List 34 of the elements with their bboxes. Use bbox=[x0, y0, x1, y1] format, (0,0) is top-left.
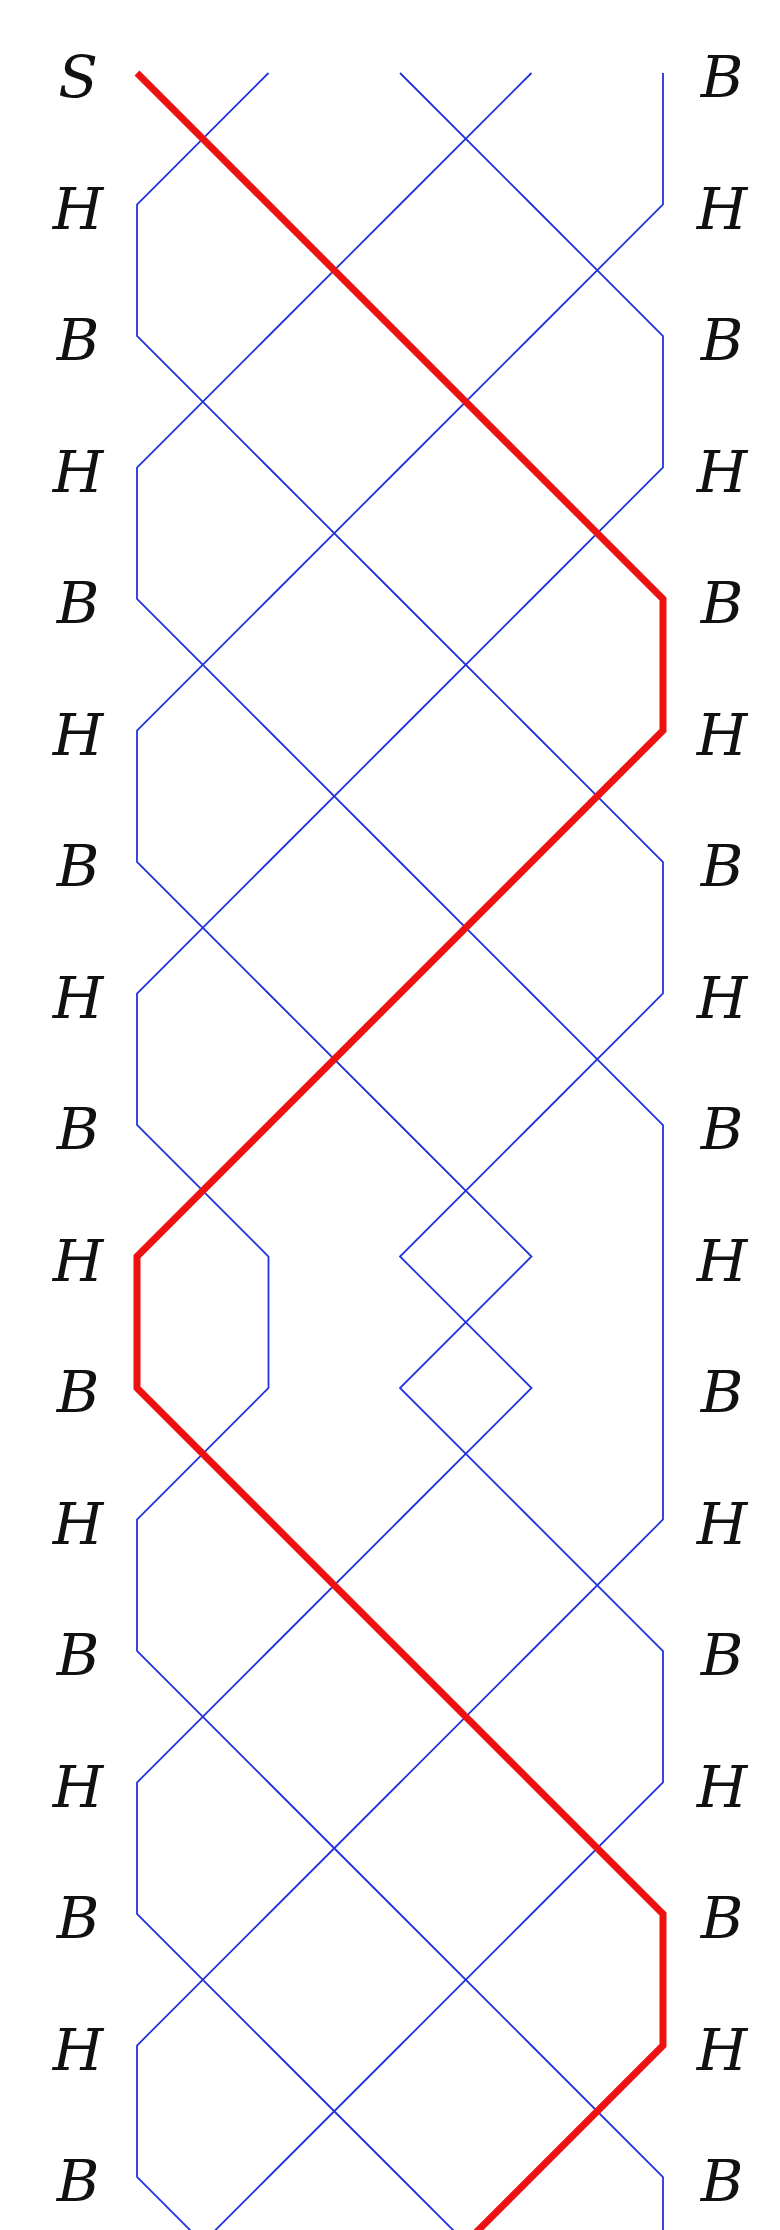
handstroke-backstroke-letter: B bbox=[700, 45, 744, 109]
handstroke-backstroke-letter: B bbox=[700, 1623, 744, 1687]
handstroke-backstroke-letter: H bbox=[696, 965, 748, 1030]
handstroke-backstroke-letter: S bbox=[58, 45, 98, 109]
handstroke-backstroke-letter: B bbox=[56, 1097, 100, 1161]
handstroke-backstroke-letter: H bbox=[696, 1228, 748, 1293]
handstroke-backstroke-letter: H bbox=[696, 1754, 748, 1819]
handstroke-backstroke-letter: B bbox=[56, 571, 100, 635]
handstroke-backstroke-letter: H bbox=[52, 176, 104, 241]
handstroke-backstroke-letter: B bbox=[56, 1360, 100, 1424]
handstroke-backstroke-letter: B bbox=[56, 834, 100, 898]
handstroke-backstroke-letter: B bbox=[56, 1886, 100, 1950]
handstroke-backstroke-letter: H bbox=[52, 2017, 104, 2082]
handstroke-backstroke-letter: B bbox=[700, 571, 744, 635]
handstroke-backstroke-letter: H bbox=[696, 176, 748, 241]
handstroke-backstroke-letter: H bbox=[52, 1491, 104, 1556]
handstroke-backstroke-letter: H bbox=[52, 439, 104, 504]
handstroke-backstroke-letter: B bbox=[700, 2149, 744, 2213]
handstroke-backstroke-letter: H bbox=[696, 2017, 748, 2082]
handstroke-backstroke-letter: B bbox=[700, 1360, 744, 1424]
handstroke-backstroke-letter: H bbox=[52, 965, 104, 1030]
handstroke-backstroke-letter: B bbox=[56, 2149, 100, 2213]
handstroke-backstroke-letter: B bbox=[700, 834, 744, 898]
handstroke-backstroke-letter: B bbox=[56, 1623, 100, 1687]
handstroke-backstroke-letter: H bbox=[696, 439, 748, 504]
handstroke-backstroke-letter: H bbox=[696, 702, 748, 767]
handstroke-backstroke-letter: B bbox=[56, 308, 100, 372]
handstroke-backstroke-letter: H bbox=[696, 1491, 748, 1556]
handstroke-backstroke-letter: B bbox=[700, 1886, 744, 1950]
handstroke-backstroke-letter: H bbox=[52, 702, 104, 767]
handstroke-backstroke-letter: H bbox=[52, 1228, 104, 1293]
handstroke-backstroke-letter: B bbox=[700, 308, 744, 372]
handstroke-backstroke-letter: B bbox=[700, 1097, 744, 1161]
handstroke-backstroke-letter: H bbox=[52, 1754, 104, 1819]
